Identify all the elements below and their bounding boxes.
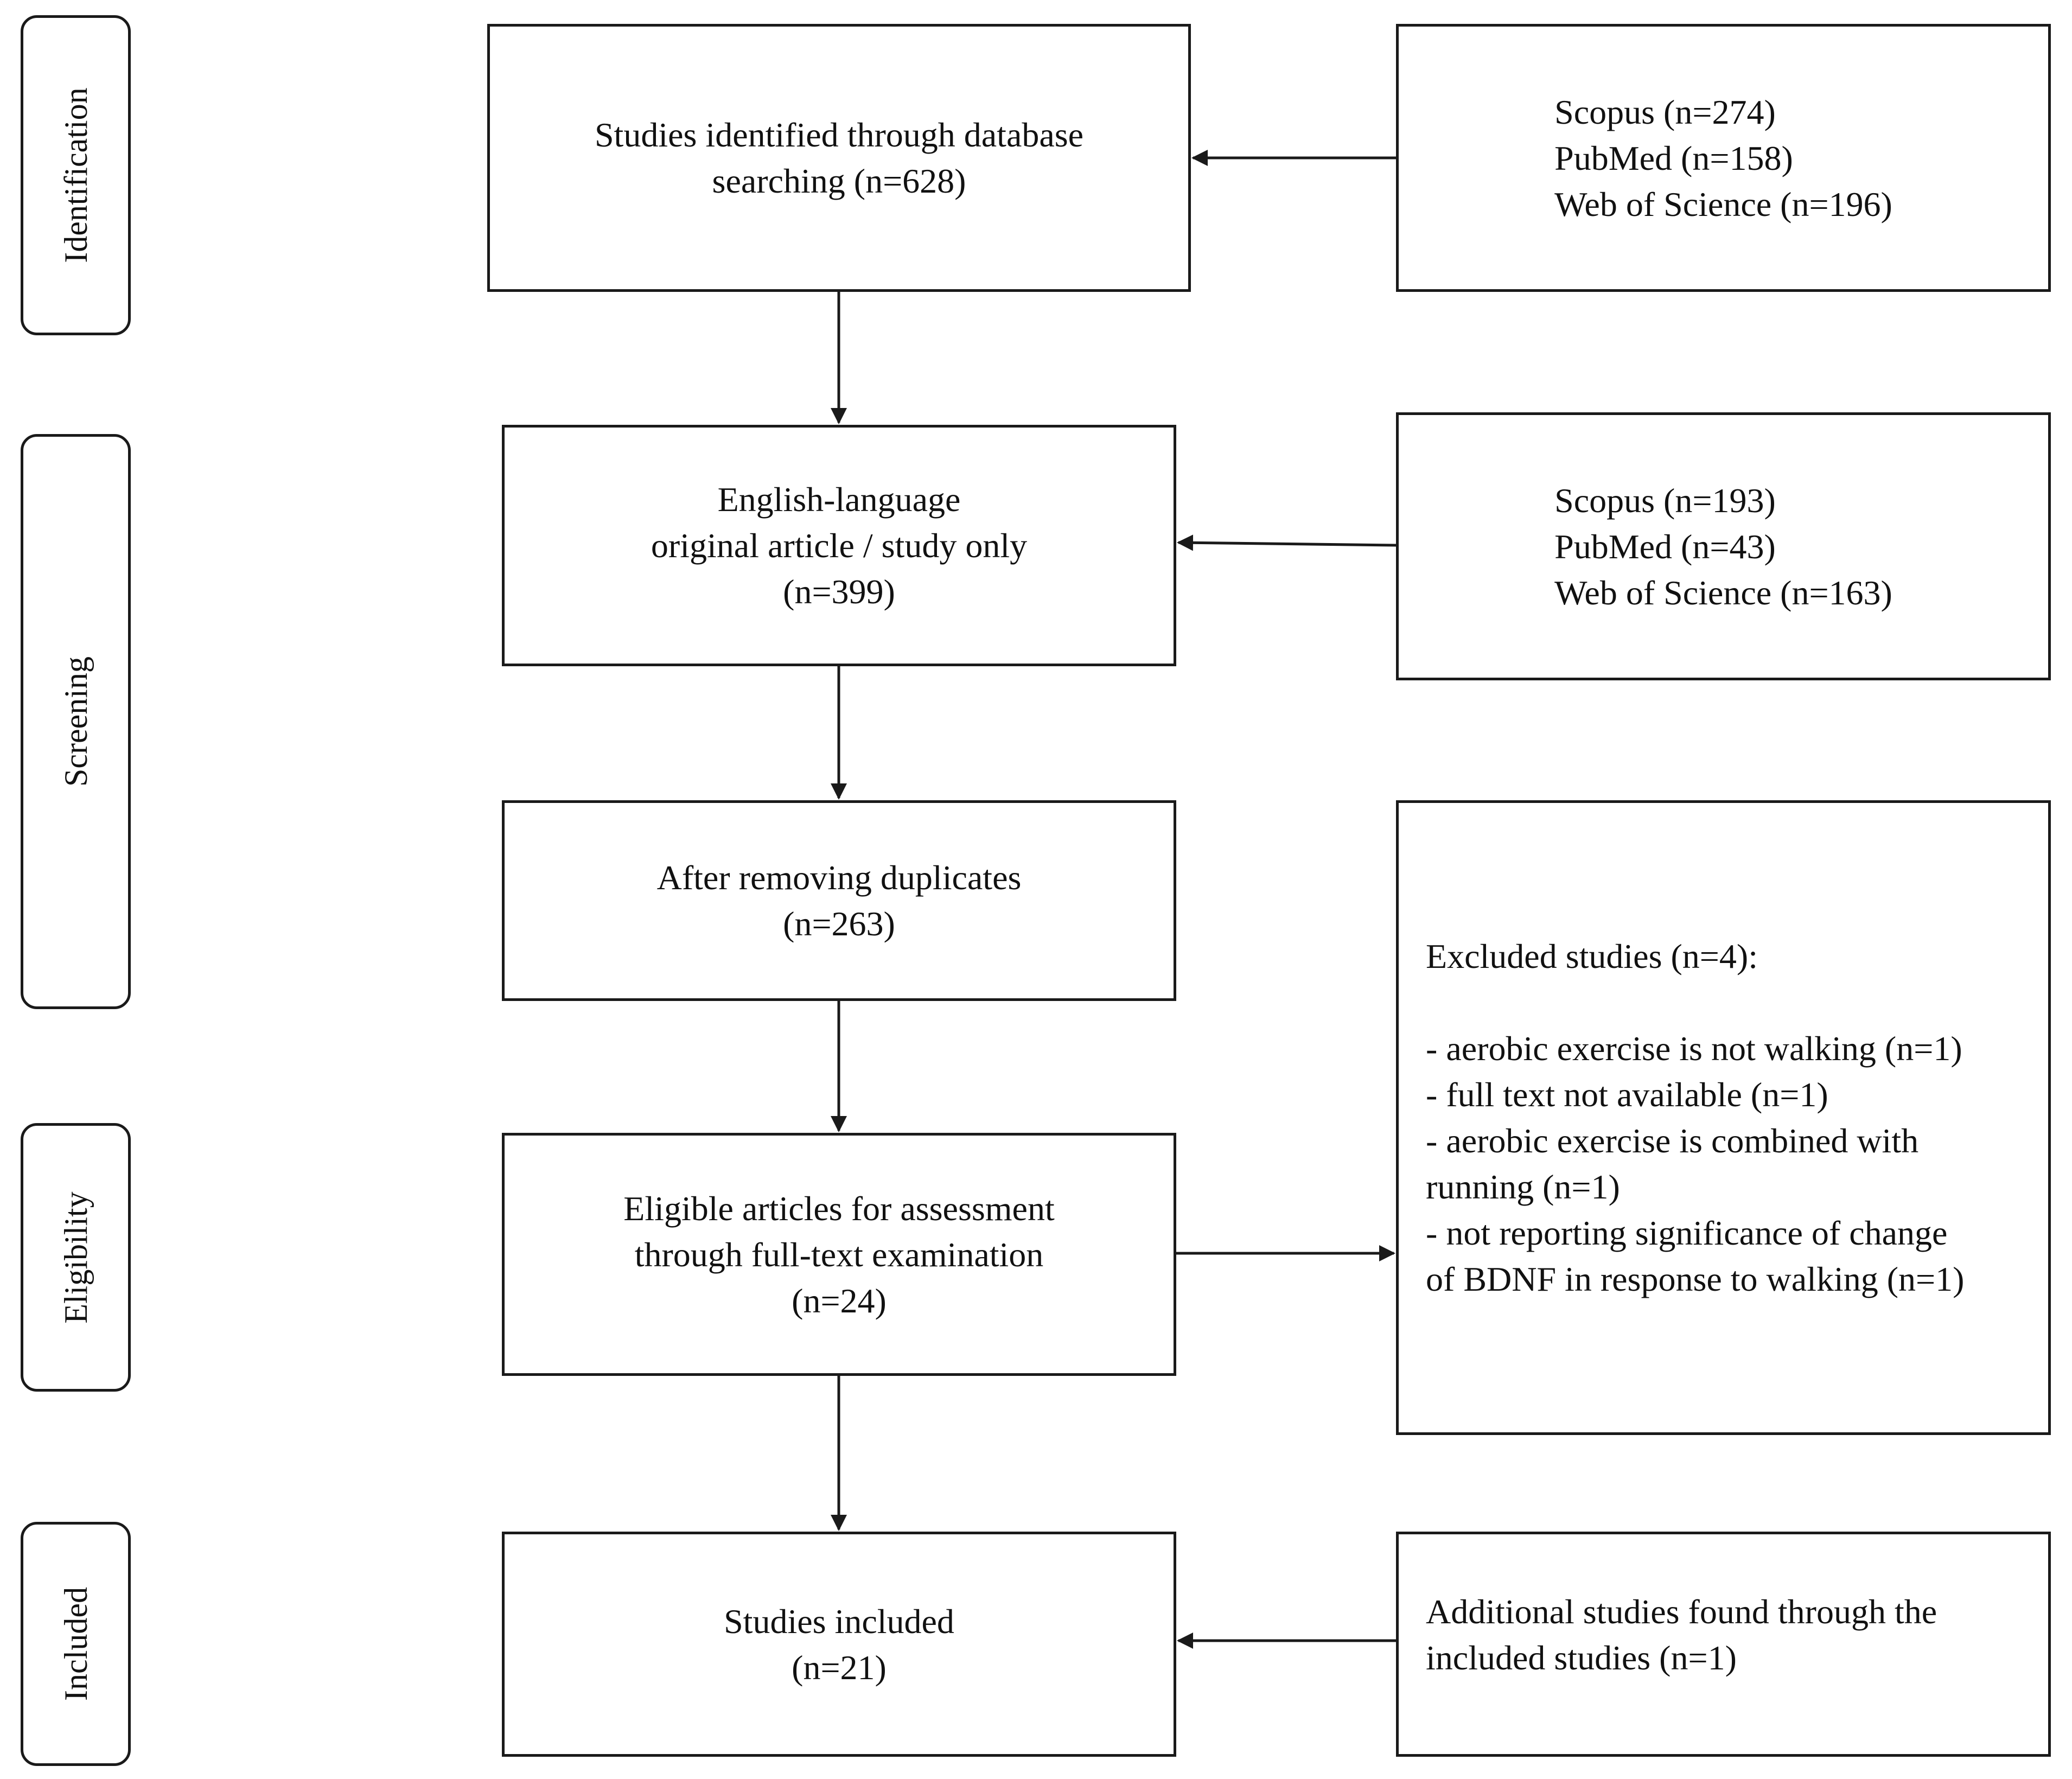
box-line: (n=399) xyxy=(783,572,895,611)
stage-label-included: Included xyxy=(58,1587,94,1701)
box-line: Scopus (n=274) xyxy=(1554,92,1776,131)
box-additional-studies: Additional studies found through the inc… xyxy=(1396,1532,2051,1757)
box-after-duplicates: After removing duplicates (n=263) xyxy=(502,800,1176,1001)
box-line-blank xyxy=(1426,979,1964,1025)
stage-label-eligibility: Eligibility xyxy=(58,1191,94,1324)
box-line: - full text not available (n=1) xyxy=(1426,1075,1828,1114)
stage-label-identification: Identification xyxy=(58,87,94,263)
box-line: PubMed (n=43) xyxy=(1554,527,1776,566)
box-line: searching (n=628) xyxy=(712,162,966,200)
box-line: original article / study only xyxy=(651,526,1028,565)
box-line: Studies included xyxy=(724,1602,954,1641)
stage-tab-screening: Screening xyxy=(21,434,131,1009)
box-text: After removing duplicates (n=263) xyxy=(657,855,1022,947)
box-line: Additional studies found through the xyxy=(1426,1592,1937,1631)
box-line: of BDNF in response to walking (n=1) xyxy=(1426,1260,1965,1298)
box-line: (n=24) xyxy=(792,1281,887,1320)
box-line: (n=263) xyxy=(783,904,895,943)
box-line: through full-text examination xyxy=(634,1235,1044,1274)
arrow-sources-to-english xyxy=(1177,534,1397,551)
box-line: (n=21) xyxy=(792,1648,887,1687)
box-text: Studies included (n=21) xyxy=(724,1598,954,1691)
box-line: Studies identified through database xyxy=(594,116,1084,154)
box-line: English-language xyxy=(717,480,961,519)
box-text: Eligible articles for assessment through… xyxy=(623,1185,1054,1324)
box-identified-records: Studies identified through database sear… xyxy=(487,24,1191,292)
box-sources-identification: Scopus (n=274) PubMed (n=158) Web of Sci… xyxy=(1396,24,2051,292)
box-text: Excluded studies (n=4): - aerobic exerci… xyxy=(1426,933,1964,1302)
box-line: included studies (n=1) xyxy=(1426,1638,1737,1677)
box-text: Scopus (n=193) PubMed (n=43) Web of Scie… xyxy=(1554,477,1892,616)
box-line: Eligible articles for assessment xyxy=(623,1189,1055,1228)
box-line: Web of Science (n=196) xyxy=(1554,184,1892,224)
stage-tab-included: Included xyxy=(21,1522,131,1766)
box-eligible-articles: Eligible articles for assessment through… xyxy=(502,1133,1176,1376)
box-excluded-studies: Excluded studies (n=4): - aerobic exerci… xyxy=(1396,800,2051,1435)
box-english-language: English-language original article / stud… xyxy=(502,425,1176,666)
stage-tab-identification: Identification xyxy=(21,15,131,335)
box-text: English-language original article / stud… xyxy=(651,476,1027,615)
box-line: Scopus (n=193) xyxy=(1554,481,1776,520)
box-sources-screening: Scopus (n=193) PubMed (n=43) Web of Scie… xyxy=(1396,412,2051,680)
box-text: Studies identified through database sear… xyxy=(595,112,1083,204)
box-text: Scopus (n=274) PubMed (n=158) Web of Sci… xyxy=(1554,89,1892,227)
box-line: running (n=1) xyxy=(1426,1168,1620,1206)
box-line: - aerobic exercise is combined with xyxy=(1426,1121,1919,1160)
box-line: Excluded studies (n=4): xyxy=(1426,937,1758,975)
box-studies-included: Studies included (n=21) xyxy=(502,1532,1176,1757)
stage-tab-eligibility: Eligibility xyxy=(21,1123,131,1392)
box-text: Additional studies found through the inc… xyxy=(1426,1589,1937,1681)
box-line: - not reporting significance of change xyxy=(1426,1214,1948,1252)
box-line: PubMed (n=158) xyxy=(1554,138,1793,177)
box-line: Web of Science (n=163) xyxy=(1554,573,1892,612)
box-line: - aerobic exercise is not walking (n=1) xyxy=(1426,1029,1962,1068)
box-line: After removing duplicates xyxy=(656,858,1022,897)
stage-label-screening: Screening xyxy=(58,656,94,787)
